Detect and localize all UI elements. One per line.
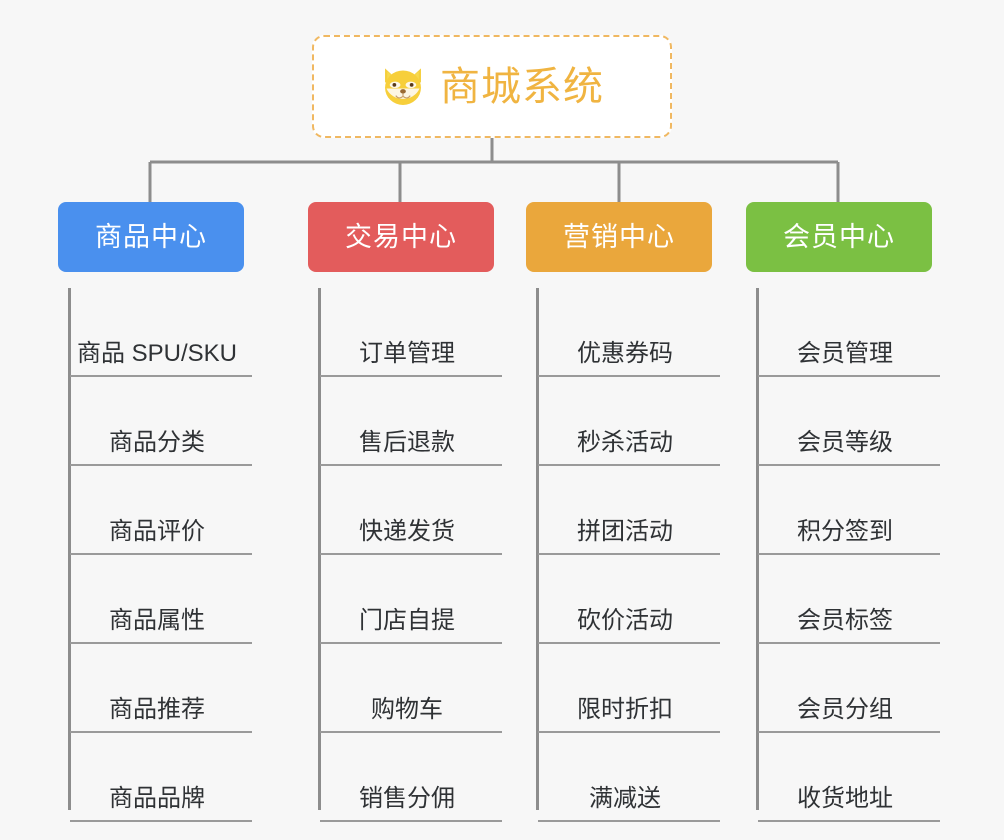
- category-header-product-center[interactable]: 商品中心: [58, 202, 244, 272]
- list-item[interactable]: 快递发货: [320, 466, 502, 555]
- item-list-product-center: 商品 SPU/SKU 商品分类 商品评价 商品属性 商品推荐 商品品牌: [58, 288, 252, 822]
- category-label: 交易中心: [345, 221, 457, 252]
- item-label: 积分签到: [797, 517, 893, 545]
- list-item[interactable]: 积分签到: [758, 466, 940, 555]
- item-list-trade-center: 订单管理 售后退款 快递发货 门店自提 购物车 销售分佣: [308, 288, 502, 822]
- item-label: 快递发货: [359, 517, 455, 545]
- list-item[interactable]: 拼团活动: [538, 466, 720, 555]
- item-label: 商品分类: [109, 428, 205, 456]
- list-item[interactable]: 售后退款: [320, 377, 502, 466]
- category-label: 营销中心: [563, 221, 675, 252]
- item-label: 会员管理: [797, 339, 893, 367]
- list-item[interactable]: 订单管理: [320, 288, 502, 377]
- item-label: 会员分组: [797, 695, 893, 723]
- category-header-marketing-center[interactable]: 营销中心: [526, 202, 712, 272]
- category-header-trade-center[interactable]: 交易中心: [308, 202, 494, 272]
- list-item[interactable]: 商品评价: [70, 466, 252, 555]
- list-item[interactable]: 限时折扣: [538, 644, 720, 733]
- root-title: 商城系统: [440, 64, 604, 109]
- list-item[interactable]: 会员标签: [758, 555, 940, 644]
- category-label: 会员中心: [783, 221, 895, 252]
- list-item[interactable]: 购物车: [320, 644, 502, 733]
- item-label: 会员标签: [797, 606, 893, 634]
- item-label: 售后退款: [359, 428, 455, 456]
- branch-column-trade-center: 交易中心 订单管理 售后退款 快递发货 门店自提 购物车 销售分佣: [308, 202, 502, 822]
- list-item[interactable]: 商品 SPU/SKU: [70, 288, 252, 377]
- item-list-marketing-center: 优惠券码 秒杀活动 拼团活动 砍价活动 限时折扣 满减送: [526, 288, 720, 822]
- item-label: 商品推荐: [109, 695, 205, 723]
- list-item[interactable]: 商品属性: [70, 555, 252, 644]
- branch-column-member-center: 会员中心 会员管理 会员等级 积分签到 会员标签 会员分组 收货地址: [746, 202, 940, 822]
- category-label: 商品中心: [95, 221, 207, 252]
- item-label: 商品品牌: [109, 784, 205, 812]
- list-item[interactable]: 商品推荐: [70, 644, 252, 733]
- item-label: 满减送: [589, 784, 661, 812]
- category-header-member-center[interactable]: 会员中心: [746, 202, 932, 272]
- item-label: 销售分佣: [359, 784, 455, 812]
- item-label: 优惠券码: [577, 339, 673, 367]
- item-list-member-center: 会员管理 会员等级 积分签到 会员标签 会员分组 收货地址: [746, 288, 940, 822]
- list-item[interactable]: 优惠券码: [538, 288, 720, 377]
- list-item[interactable]: 门店自提: [320, 555, 502, 644]
- list-item[interactable]: 会员管理: [758, 288, 940, 377]
- list-item[interactable]: 销售分佣: [320, 733, 502, 822]
- item-label: 商品评价: [109, 517, 205, 545]
- branch-column-marketing-center: 营销中心 优惠券码 秒杀活动 拼团活动 砍价活动 限时折扣 满减送: [526, 202, 720, 822]
- root-node[interactable]: 商城系统: [312, 35, 672, 138]
- item-label: 秒杀活动: [577, 428, 673, 456]
- list-item[interactable]: 商品品牌: [70, 733, 252, 822]
- item-label: 商品属性: [109, 606, 205, 634]
- item-label: 购物车: [371, 695, 443, 723]
- item-label: 会员等级: [797, 428, 893, 456]
- shiba-dog-face-icon: [385, 67, 421, 105]
- branch-column-product-center: 商品中心 商品 SPU/SKU 商品分类 商品评价 商品属性 商品推荐 商品品牌: [58, 202, 252, 822]
- list-item[interactable]: 秒杀活动: [538, 377, 720, 466]
- item-label: 收货地址: [797, 784, 893, 812]
- item-label: 砍价活动: [577, 606, 673, 634]
- item-label: 拼团活动: [577, 517, 673, 545]
- item-label: 商品 SPU/SKU: [76, 339, 238, 367]
- list-item[interactable]: 砍价活动: [538, 555, 720, 644]
- list-item[interactable]: 商品分类: [70, 377, 252, 466]
- item-label: 订单管理: [359, 339, 455, 367]
- item-label: 门店自提: [359, 606, 455, 634]
- list-item[interactable]: 会员分组: [758, 644, 940, 733]
- item-label: 限时折扣: [577, 695, 673, 723]
- list-item[interactable]: 满减送: [538, 733, 720, 822]
- list-item[interactable]: 会员等级: [758, 377, 940, 466]
- list-item[interactable]: 收货地址: [758, 733, 940, 822]
